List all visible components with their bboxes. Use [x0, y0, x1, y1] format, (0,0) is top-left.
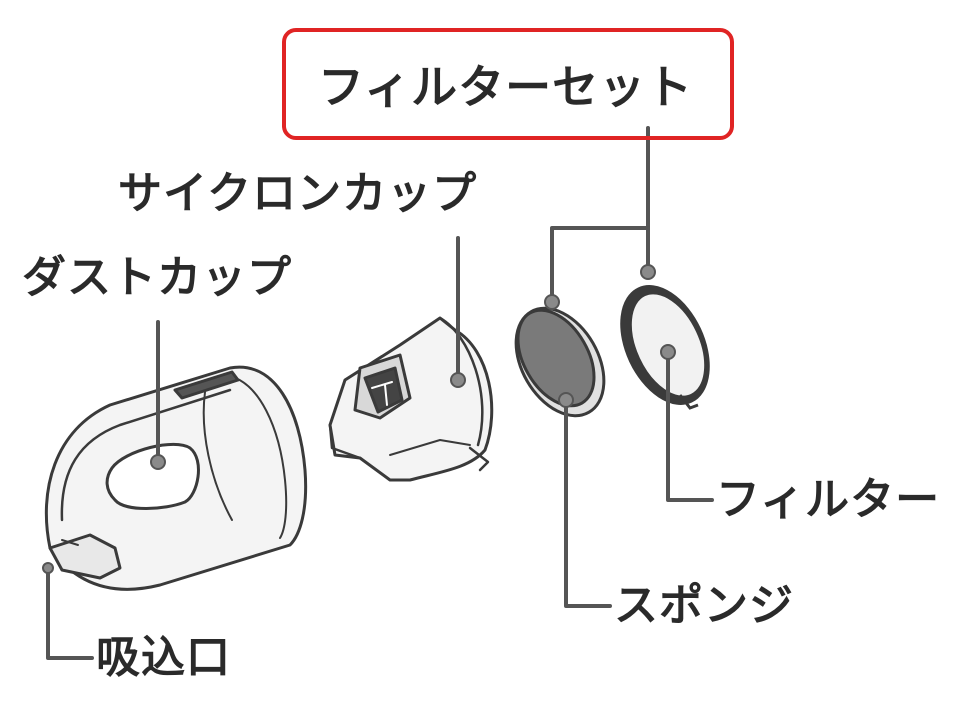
leader-sponge	[564, 398, 612, 608]
filter-label: フィルター	[716, 474, 941, 525]
leader-lines	[46, 126, 714, 660]
dust-cup-label: ダストカップ	[22, 252, 292, 303]
leader-inlet	[46, 566, 94, 660]
leader-filter	[666, 350, 714, 502]
dust-cup-illustration	[44, 365, 308, 591]
filter-set-highlight-box	[282, 28, 734, 140]
leader-filter-set	[550, 126, 650, 304]
cyclone-cup-illustration	[328, 316, 494, 482]
cyclone-cup-label: サイクロンカップ	[118, 168, 478, 219]
sponge-illustration	[514, 306, 606, 418]
inlet-label: 吸込口	[96, 632, 231, 683]
sponge-label: スポンジ	[614, 580, 794, 631]
filter-set-label: フィルターセット	[318, 60, 694, 114]
leader-endpoints	[42, 264, 676, 574]
